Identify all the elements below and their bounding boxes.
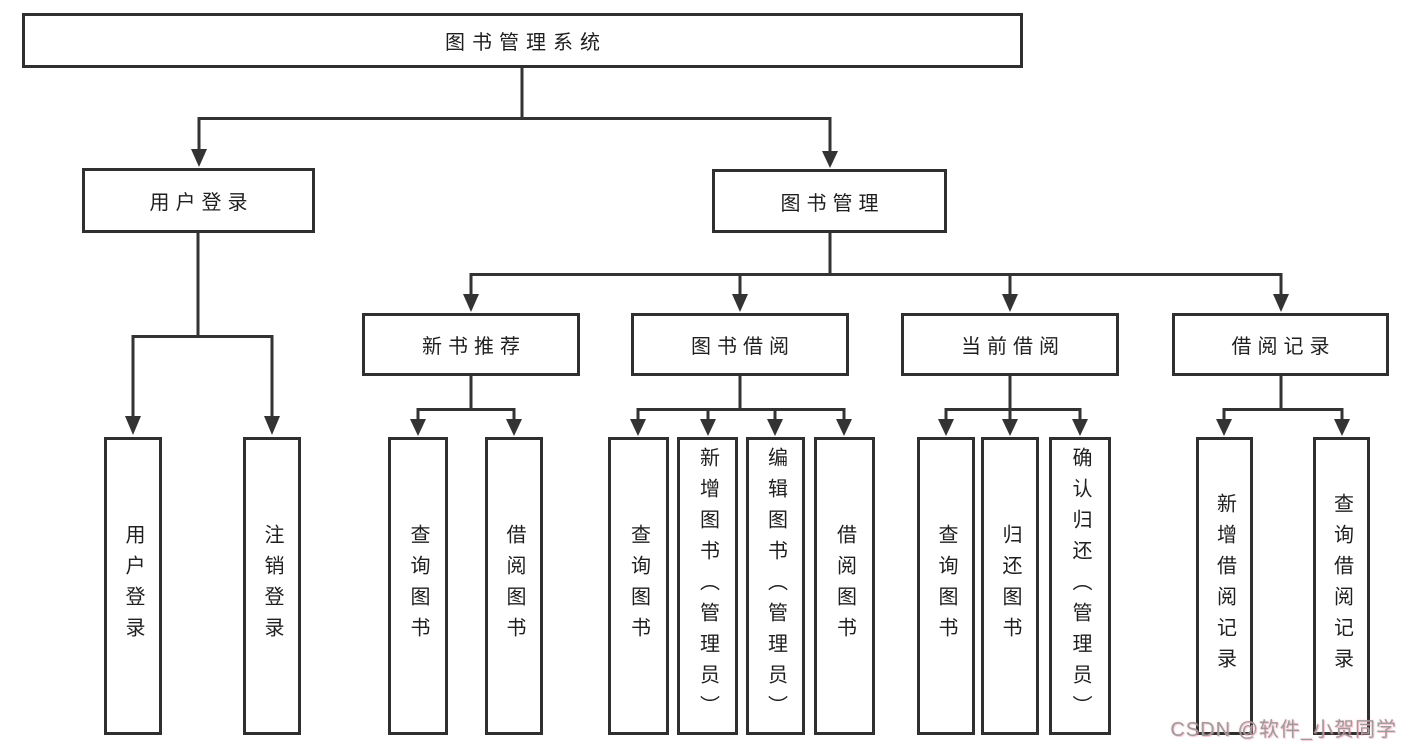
- arrow-leaf-6: [700, 419, 716, 436]
- node-leaf-query-books-current: 查询图书: [917, 437, 975, 735]
- arrow-leaf-2: [264, 416, 280, 435]
- arrow-leaf-9: [938, 419, 954, 436]
- node-leaf-query-books-recommend: 查询图书: [388, 437, 448, 735]
- arrow-leaf-8: [836, 419, 852, 436]
- arrow-leaf-1: [125, 416, 141, 435]
- node-current-borrow: 当前借阅: [901, 313, 1119, 376]
- node-user-login: 用户登录: [82, 168, 315, 233]
- node-book-borrow-label: 图书借阅: [691, 336, 795, 358]
- connector-user-login-rail: [131, 335, 274, 417]
- arrow-leaf-12: [1216, 419, 1232, 436]
- leaf-label: 查询借阅记录: [1330, 493, 1353, 679]
- node-leaf-add-borrow-record: 新增借阅记录: [1196, 437, 1253, 735]
- connector-borrow-records-rail: [1222, 408, 1344, 420]
- arrow-leaf-13: [1334, 419, 1350, 436]
- node-borrow-records-label: 借阅记录: [1231, 336, 1336, 358]
- node-root-system: 图书管理系统: [22, 13, 1023, 68]
- arrow-leaf-5: [630, 419, 646, 436]
- leaf-label: 用户登录: [122, 524, 144, 648]
- connector-level2-rail: [197, 117, 832, 152]
- arrow-to-new-book-recommend: [463, 294, 479, 312]
- node-leaf-query-books-borrow: 查询图书: [608, 437, 669, 735]
- connector-level3-rail: [469, 273, 1283, 295]
- leaf-label: 确认归还（管理员）: [1069, 446, 1091, 726]
- node-leaf-confirm-return-admin: 确认归还（管理员）: [1049, 437, 1111, 735]
- node-book-management: 图书管理: [712, 169, 947, 233]
- node-book-borrow: 图书借阅: [631, 313, 849, 376]
- leaf-label: 新增借阅记录: [1213, 493, 1236, 679]
- leaf-label: 注销登录: [261, 524, 283, 648]
- arrow-leaf-10: [1002, 419, 1018, 436]
- arrow-to-user-login: [191, 149, 207, 167]
- node-leaf-logout: 注销登录: [243, 437, 301, 735]
- leaf-label: 编辑图书（管理员）: [764, 446, 787, 726]
- arrow-leaf-7: [767, 419, 783, 436]
- arrow-to-borrow-records: [1273, 294, 1289, 312]
- arrowheads: [125, 149, 1350, 436]
- arrow-to-current-borrow: [1002, 294, 1018, 312]
- leaf-label: 借阅图书: [503, 524, 525, 648]
- node-leaf-borrow-books: 借阅图书: [814, 437, 875, 735]
- node-leaf-borrow-books-recommend: 借阅图书: [485, 437, 543, 735]
- leaf-label: 查询图书: [407, 524, 429, 648]
- csdn-watermark: CSDN @软件_小贺同学: [1170, 719, 1397, 741]
- node-new-book-recommend: 新书推荐: [362, 313, 580, 376]
- node-leaf-return-books: 归还图书: [981, 437, 1039, 735]
- arrow-leaf-4: [506, 419, 522, 436]
- node-leaf-edit-books-admin: 编辑图书（管理员）: [746, 437, 805, 735]
- node-new-book-recommend-label: 新书推荐: [422, 336, 526, 358]
- leaf-label: 借阅图书: [833, 524, 856, 648]
- arrow-leaf-11: [1072, 419, 1088, 436]
- leaf-label: 查询图书: [627, 524, 650, 648]
- node-book-management-label: 图书管理: [780, 192, 885, 215]
- leaf-label: 归还图书: [999, 524, 1021, 648]
- node-leaf-query-borrow-record: 查询借阅记录: [1313, 437, 1370, 735]
- node-leaf-add-books-admin: 新增图书（管理员）: [677, 437, 738, 735]
- node-borrow-records: 借阅记录: [1172, 313, 1389, 376]
- connector-book-borrow-rail: [636, 408, 846, 420]
- connector-new-book-rail: [416, 408, 516, 420]
- node-user-login-label: 用户登录: [149, 192, 254, 214]
- leaf-label: 查询图书: [935, 524, 957, 648]
- node-leaf-user-login: 用户登录: [104, 437, 162, 735]
- connector-current-borrow-rail: [944, 408, 1082, 420]
- arrow-to-book-management: [822, 151, 838, 168]
- node-current-borrow-label: 当前借阅: [961, 336, 1065, 358]
- arrow-leaf-3: [410, 419, 426, 436]
- arrow-to-book-borrow: [732, 294, 748, 312]
- node-root-label: 图书管理系统: [445, 32, 607, 54]
- leaf-label: 新增图书（管理员）: [696, 446, 719, 726]
